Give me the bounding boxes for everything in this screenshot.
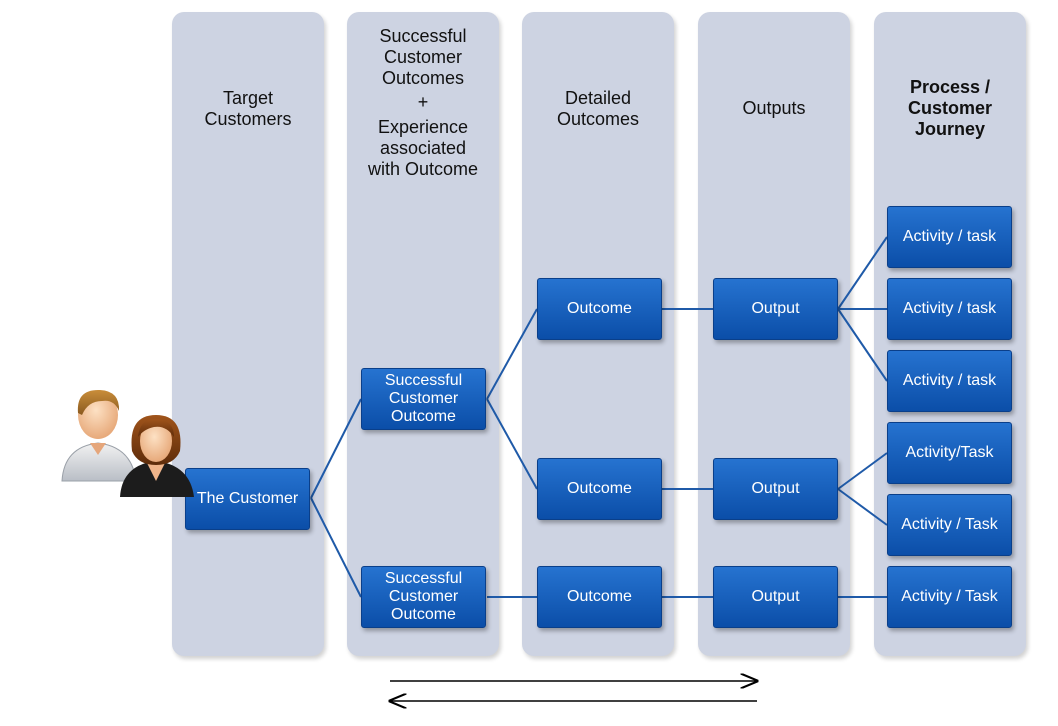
node-outcome-2[interactable]: Outcome [537,458,662,520]
node-label-line: Customer [388,390,459,407]
node-output-1[interactable]: Output [713,278,838,340]
header-line: Detailed [564,88,632,108]
node-activity-3[interactable]: Activity / task [887,350,1012,412]
column-header-process-journey: Process / Customer Journey [874,77,1026,140]
node-output-2[interactable]: Output [713,458,838,520]
link-output2-act5 [837,488,888,526]
node-label-line: Customer [388,588,459,605]
link-output2-act4 [837,452,888,490]
node-label: Activity / Task [901,588,998,605]
column-target-customers: Target Customers [172,12,324,656]
header-line: Experience [377,117,469,137]
node-output-3[interactable]: Output [713,566,838,628]
header-line: associated [379,138,467,158]
link-customer-sco1 [310,398,362,499]
header-line: Process / [909,77,991,97]
node-outcome-3[interactable]: Outcome [537,566,662,628]
header-line: Customer [383,47,463,67]
node-label: Activity / task [902,372,997,389]
node-label-line: Successful [384,570,463,587]
header-line: Journey [914,119,986,139]
link-customer-sco2 [310,497,362,598]
header-line: Target [222,88,274,108]
node-label: Successful Customer Outcome [385,570,462,624]
node-label-line: Successful [384,372,463,389]
node-label: Successful Customer Outcome [385,372,462,426]
column-header-outputs: Outputs [698,98,850,119]
node-activity-4[interactable]: Activity/Task [887,422,1012,484]
link-sco1-outcome2 [486,398,538,490]
node-the-customer[interactable]: The Customer [185,468,310,530]
node-successful-outcome-1[interactable]: Successful Customer Outcome [361,368,486,430]
node-label: Output [751,588,800,605]
node-activity-2[interactable]: Activity / task [887,278,1012,340]
header-line: Outputs [742,98,806,118]
header-line: + [417,92,429,112]
node-label: Outcome [567,480,632,497]
header-line: Outcomes [556,109,640,129]
node-outcome-1[interactable]: Outcome [537,278,662,340]
header-line: Successful [379,26,467,46]
link-output1-act1 [837,236,888,310]
node-label: The Customer [196,490,299,507]
header-line: Outcomes [381,68,465,88]
node-label-line: Outcome [391,606,456,623]
header-line: Customer [907,98,992,118]
node-label: Activity / task [902,300,997,317]
node-label: Activity / Task [901,516,998,533]
header-line: with Outcome [367,159,479,179]
node-label-line: Outcome [391,408,456,425]
node-successful-outcome-2[interactable]: Successful Customer Outcome [361,566,486,628]
column-header-successful-outcomes: Successful Customer Outcomes + Experienc… [347,26,499,180]
link-output1-act3 [837,308,888,382]
node-label: Activity / task [902,228,997,245]
customers-people-icon [61,389,194,497]
header-line: Customers [204,109,292,129]
column-header-target-customers: Target Customers [172,88,324,130]
column-successful-outcomes: Successful Customer Outcomes + Experienc… [347,12,499,656]
node-label: Output [751,300,800,317]
column-header-detailed-outcomes: Detailed Outcomes [522,88,674,130]
node-label: Outcome [567,300,632,317]
node-label: Activity/Task [905,444,994,461]
node-activity-5[interactable]: Activity / Task [887,494,1012,556]
node-label: Outcome [567,588,632,605]
node-activity-1[interactable]: Activity / task [887,206,1012,268]
link-sco1-outcome1 [486,308,538,400]
node-label: Output [751,480,800,497]
node-activity-6[interactable]: Activity / Task [887,566,1012,628]
